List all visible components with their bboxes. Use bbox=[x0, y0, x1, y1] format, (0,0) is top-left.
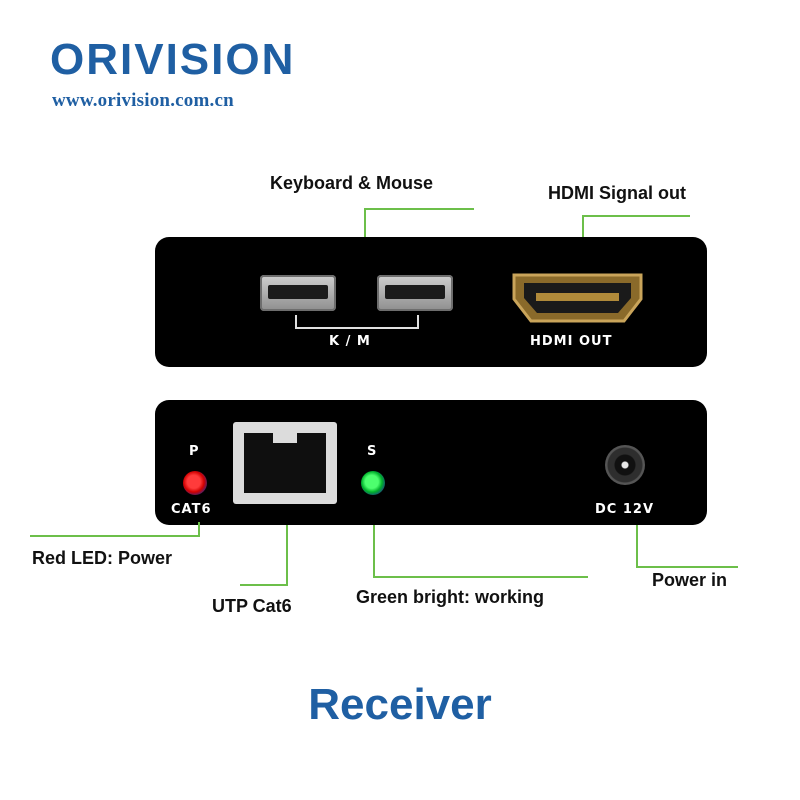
callout-utp-cat6: UTP Cat6 bbox=[212, 596, 292, 616]
status-led bbox=[361, 471, 385, 495]
callout-green-bright-working: Green bright: working bbox=[356, 587, 545, 607]
dc-power-jack bbox=[605, 445, 645, 485]
cat6-label: CAT6 bbox=[171, 502, 212, 517]
power-led bbox=[183, 471, 207, 495]
leader-line-power bbox=[636, 525, 638, 567]
km-bracket bbox=[295, 315, 419, 329]
leader-line-green bbox=[373, 525, 375, 577]
leader-line-hdmi bbox=[582, 215, 690, 217]
leader-line-power-foot bbox=[636, 566, 738, 568]
callout-keyboard-mouse: Keyboard & Mouse bbox=[270, 173, 434, 193]
page-title: Receiver bbox=[308, 680, 492, 729]
hdmi-out-label: HDMI OUT bbox=[530, 334, 613, 349]
leader-line-green-foot bbox=[373, 576, 588, 578]
brand-logo: ORIVISION bbox=[50, 35, 296, 84]
leader-line-red-led bbox=[30, 535, 200, 537]
rj45-port bbox=[233, 422, 337, 504]
callout-hdmi-signal-out: HDMI Signal out bbox=[548, 183, 686, 203]
leader-line-keyboard-mouse-drop bbox=[364, 208, 366, 238]
leader-line-utp bbox=[286, 525, 288, 585]
device-rear-panel: P CAT6 S DC 12V bbox=[155, 400, 707, 525]
brand-url: www.orivision.com.cn bbox=[52, 90, 234, 111]
power-led-label: P bbox=[189, 444, 200, 459]
leader-line-keyboard-mouse bbox=[364, 208, 474, 210]
callout-red-led-power: Red LED: Power bbox=[32, 548, 173, 568]
hdmi-port bbox=[512, 273, 643, 323]
rj45-notch bbox=[273, 433, 297, 443]
dc-12v-label: DC 12V bbox=[595, 502, 655, 517]
usb-port-1 bbox=[260, 275, 336, 311]
leader-line-red-led-rise bbox=[198, 522, 200, 537]
status-led-label: S bbox=[367, 444, 378, 459]
usb-port-2 bbox=[377, 275, 453, 311]
km-port-label: K / M bbox=[329, 334, 371, 349]
callout-power-in: Power in bbox=[652, 570, 728, 590]
leader-line-utp-foot bbox=[240, 584, 288, 586]
device-front-panel: K / M HDMI OUT bbox=[155, 237, 707, 367]
rj45-socket bbox=[244, 433, 326, 493]
leader-line-hdmi-drop bbox=[582, 215, 584, 238]
